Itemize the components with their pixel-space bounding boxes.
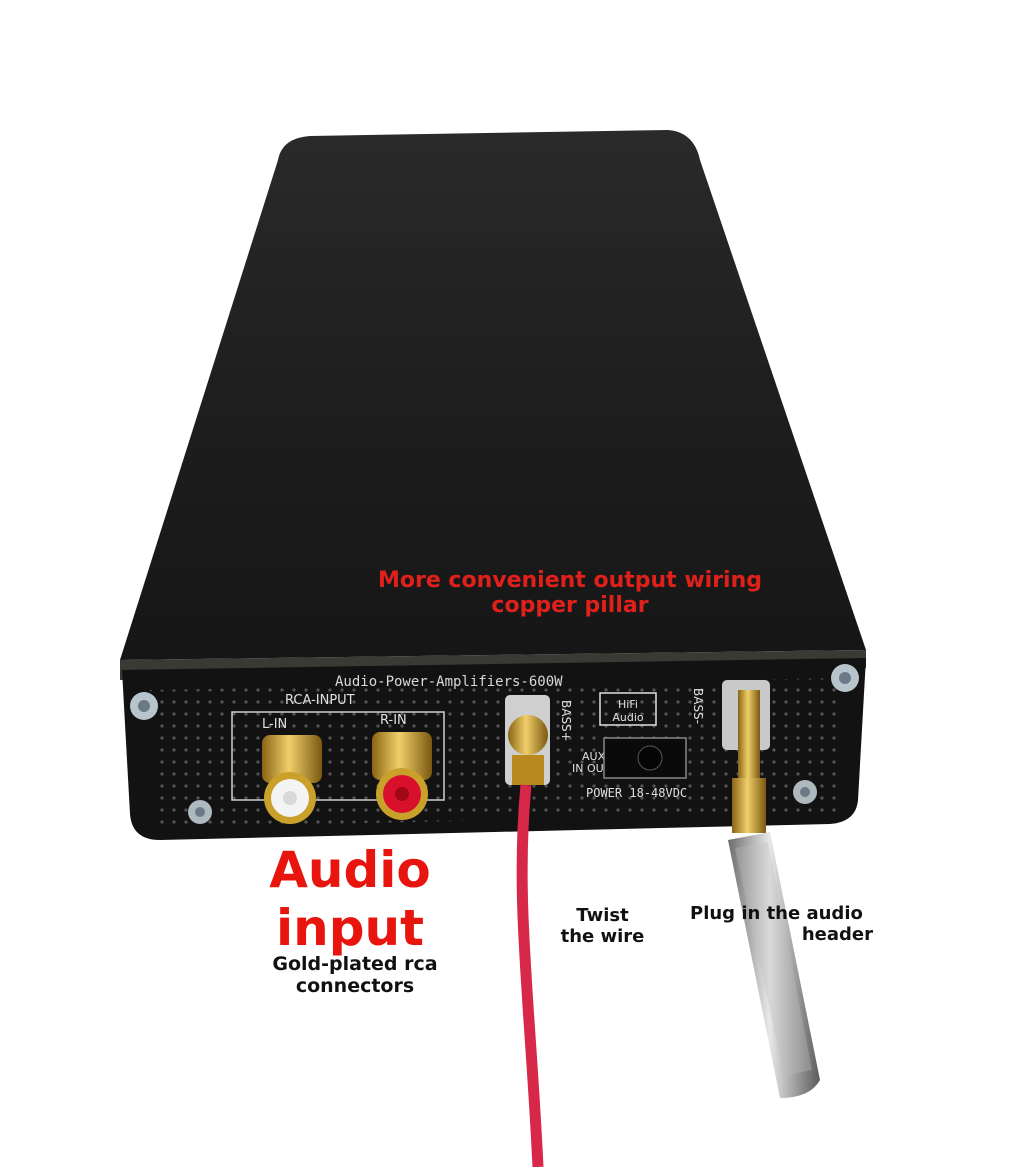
aux-text: AUX (582, 750, 606, 763)
plug-line1: Plug in the audio (690, 903, 863, 924)
screw-icon (130, 664, 859, 824)
output-wiring-callout: More convenient output wiring copper pil… (330, 568, 810, 619)
r-in-text: R-IN (380, 713, 407, 728)
gold-rca-line1: Gold-plated rca (272, 953, 438, 975)
output-wiring-line1: More convenient output wiring (377, 568, 763, 593)
plug-caption: Plug in the audio header (690, 903, 885, 945)
bass-minus-text: BASS- (691, 688, 705, 724)
audio-input-title: Audio input (269, 841, 431, 957)
model-text: Audio-Power-Amplifiers-600W (335, 674, 563, 690)
twist-line1: Twist (576, 905, 629, 926)
rca-input-text: RCA-INPUT (285, 693, 355, 708)
bass-plus-text: BASS+ (559, 700, 573, 742)
twist-line2: the wire (560, 925, 645, 947)
rca-right-connector (372, 732, 432, 820)
banana-plug (728, 690, 820, 1098)
output-wiring-line2: copper pillar (491, 593, 649, 619)
aux-in-out-text: IN OUT (572, 762, 611, 775)
enclosure-top (120, 130, 866, 660)
plug-line2: header (801, 923, 873, 945)
gold-rca-caption: Gold-plated rca connectors (235, 953, 475, 998)
rca-left-connector (262, 735, 322, 824)
twist-caption: Twist the wire (555, 905, 650, 947)
audio-text: Audio (612, 711, 644, 724)
red-wire (516, 784, 544, 1167)
l-in-text: L-IN (262, 717, 287, 732)
hifi-text: HiFi (618, 698, 638, 711)
gold-rca-line2: connectors (295, 974, 415, 997)
power-text: POWER 18-48VDC (586, 786, 687, 800)
